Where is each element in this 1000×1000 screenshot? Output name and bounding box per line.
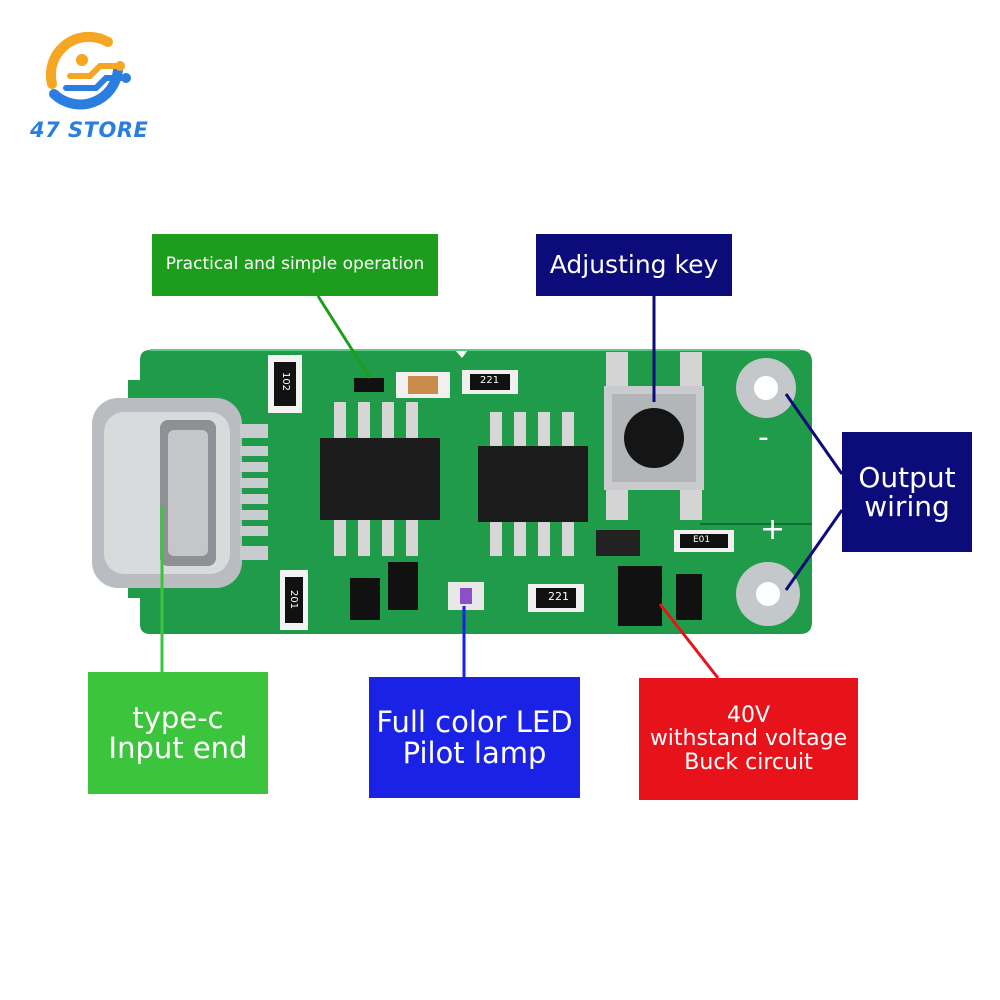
label-output-line1: Output: [858, 460, 956, 494]
brand-logo-icon: [45, 31, 131, 110]
silk-r2: 221: [480, 375, 500, 386]
label-adjusting-key-text: Adjusting key: [549, 249, 719, 279]
silk-r5: E01: [693, 535, 711, 545]
pointer-practical: [316, 295, 372, 379]
pointer-output-neg: [784, 393, 844, 475]
label-buck-line1: 40V: [726, 703, 771, 729]
label-typec-line2: Input end: [108, 731, 248, 765]
silk-plus: +: [760, 512, 786, 547]
switch-button: [624, 408, 684, 468]
pointer-output-pos: [784, 509, 844, 591]
label-output-wiring: Output wiring: [842, 432, 972, 552]
label-led-line1: Full color LED: [376, 705, 573, 740]
label-buck-line3: Buck circuit: [684, 749, 813, 775]
label-buck: 40V withstand voltage Buck circuit: [639, 678, 858, 800]
label-type-c: type-c Input end: [88, 672, 268, 794]
label-buck-line2: withstand voltage: [649, 726, 848, 752]
ic-chip-1: [320, 438, 440, 520]
label-adjusting-key: Adjusting key: [536, 234, 732, 296]
silk-minus: -: [758, 420, 769, 455]
pointer-buck: [658, 603, 720, 679]
label-led: Full color LED Pilot lamp: [369, 677, 580, 798]
silk-r3: 201: [288, 589, 300, 610]
label-led-line2: Pilot lamp: [402, 735, 547, 770]
brand-name: 47 STORE: [30, 118, 149, 142]
label-typec-line1: type-c: [132, 700, 224, 735]
silk-r4: 221: [548, 590, 569, 603]
brand-logo: [30, 22, 140, 122]
silk-r1: 102: [280, 371, 292, 392]
label-practical-text: Practical and simple operation: [165, 254, 425, 275]
ic-chip-2: [478, 446, 588, 522]
label-output-line2: wiring: [864, 490, 950, 523]
label-practical: Practical and simple operation: [152, 234, 438, 296]
